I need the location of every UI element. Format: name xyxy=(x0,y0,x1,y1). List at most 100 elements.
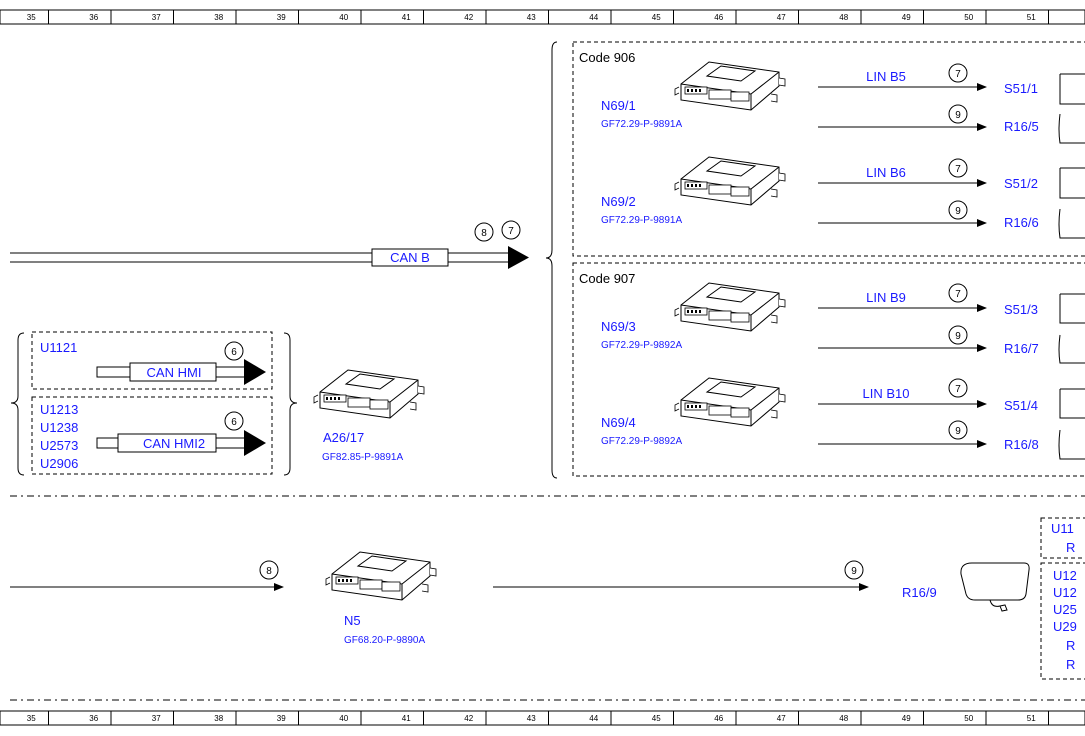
component-ref[interactable]: GF72.29-P-9892A xyxy=(601,436,682,447)
heater-part-icon xyxy=(1058,334,1085,364)
ecu-a26-17-icon[interactable] xyxy=(313,369,425,419)
ruler-number: 35 xyxy=(27,13,36,22)
fault-code: U1213 xyxy=(40,402,78,417)
component-ref[interactable]: GF68.20-P-9890A xyxy=(344,635,425,646)
ruler-number: 49 xyxy=(902,13,911,22)
group-brace xyxy=(545,41,558,479)
ruler-number: 44 xyxy=(589,13,598,22)
lin-label: LIN B10 xyxy=(863,386,910,401)
ruler-number: 50 xyxy=(964,714,973,723)
component-name: N69/1 xyxy=(601,98,636,113)
switch-label: S51/4 xyxy=(1004,398,1038,413)
heater-part-icon xyxy=(1058,113,1085,144)
switch-label: S51/1 xyxy=(1004,81,1038,96)
svg-text:9: 9 xyxy=(955,110,961,121)
lin-label: LIN B9 xyxy=(866,290,906,305)
callout-number: 6 xyxy=(231,417,237,428)
can-hmi2-bus[interactable]: CAN HMI2 xyxy=(96,430,266,456)
switch-label: S51/2 xyxy=(1004,176,1038,191)
heater-part-icon xyxy=(1058,208,1085,239)
lin-label: LIN B6 xyxy=(866,165,906,180)
component-name: N69/3 xyxy=(601,319,636,334)
can-hmi-label: CAN HMI xyxy=(147,365,202,380)
ecu-n69-1-icon[interactable] xyxy=(674,61,786,111)
ecu-n69-3-icon[interactable] xyxy=(674,282,786,332)
component-ref[interactable]: GF72.29-P-9891A xyxy=(601,215,682,226)
ecu-n69-4-icon[interactable] xyxy=(674,377,786,427)
ruler-number: 39 xyxy=(277,714,286,723)
svg-text:U29: U29 xyxy=(1053,619,1077,634)
ruler-number: 37 xyxy=(152,714,161,723)
ruler-number: 41 xyxy=(402,714,411,723)
ecu-n5-icon[interactable] xyxy=(325,551,437,601)
ruler-number: 50 xyxy=(964,13,973,22)
ruler-number: 36 xyxy=(89,714,98,723)
callout-circle xyxy=(224,411,244,431)
ruler-number: 46 xyxy=(714,714,723,723)
heater-r16-9-icon[interactable] xyxy=(960,562,1030,612)
ruler-number: 47 xyxy=(777,714,786,723)
callout-circle xyxy=(224,341,244,361)
ruler-number: 43 xyxy=(527,714,536,723)
component-name: N69/4 xyxy=(601,415,636,430)
code-906-box xyxy=(572,41,1085,257)
callout-circle xyxy=(501,220,521,240)
ruler-number: 51 xyxy=(1027,714,1036,723)
ruler-number: 46 xyxy=(714,13,723,22)
code-907-title: Code 907 xyxy=(579,271,635,286)
heater-label: R16/9 xyxy=(902,585,937,600)
svg-text:7: 7 xyxy=(955,384,961,395)
fault-code: U2573 xyxy=(40,438,78,453)
callout-number: 8 xyxy=(481,228,487,239)
ruler-number: 38 xyxy=(214,714,223,723)
svg-text:7: 7 xyxy=(955,289,961,300)
heater-part-icon xyxy=(1058,429,1085,460)
component-ref[interactable]: GF72.29-P-9892A xyxy=(601,340,682,351)
svg-text:9: 9 xyxy=(851,566,857,577)
svg-text:R: R xyxy=(1066,657,1075,672)
ruler-number: 47 xyxy=(777,13,786,22)
switch-part-icon xyxy=(1059,388,1085,419)
ruler-number: 51 xyxy=(1027,13,1036,22)
svg-text:R: R xyxy=(1066,540,1075,555)
callout-number: 6 xyxy=(231,347,237,358)
switch-part-icon xyxy=(1059,167,1085,199)
callout-number: 7 xyxy=(508,226,514,237)
svg-text:7: 7 xyxy=(955,69,961,80)
code-906-title: Code 906 xyxy=(579,50,635,65)
ruler-number: 42 xyxy=(464,714,473,723)
fault-code: U1121 xyxy=(40,340,77,355)
svg-text:R: R xyxy=(1066,638,1075,653)
svg-text:U12: U12 xyxy=(1053,568,1077,583)
lin-label: LIN B5 xyxy=(866,69,906,84)
right-fault-group: U11 R U12 U12 U25 U29 R R xyxy=(1040,517,1085,680)
ruler-number: 41 xyxy=(402,13,411,22)
ruler-number: 45 xyxy=(652,13,661,22)
can-b-label: CAN B xyxy=(390,250,430,265)
can-b-bus[interactable]: CAN B xyxy=(10,246,529,269)
svg-text:U11: U11 xyxy=(1051,521,1074,536)
fault-code: U2906 xyxy=(40,456,78,471)
ruler-number: 38 xyxy=(214,13,223,22)
switch-part-icon xyxy=(1059,73,1085,105)
ruler-number: 40 xyxy=(339,13,348,22)
switch-label: S51/3 xyxy=(1004,302,1038,317)
svg-text:U12: U12 xyxy=(1053,585,1077,600)
can-hmi-bus[interactable]: CAN HMI xyxy=(96,359,266,385)
component-name: A26/17 xyxy=(323,430,364,445)
ruler-number: 43 xyxy=(527,13,536,22)
switch-part-icon xyxy=(1059,293,1085,324)
component-ref[interactable]: GF72.29-P-9891A xyxy=(601,119,682,130)
svg-text:9: 9 xyxy=(955,331,961,342)
ruler-number: 36 xyxy=(89,13,98,22)
ruler-number: 35 xyxy=(27,714,36,723)
svg-text:U25: U25 xyxy=(1053,602,1077,617)
code-907-box xyxy=(572,262,1085,477)
component-ref[interactable]: GF82.85-P-9891A xyxy=(322,452,403,463)
ruler-number: 44 xyxy=(589,714,598,723)
ecu-n69-2-icon[interactable] xyxy=(674,156,786,206)
svg-text:8: 8 xyxy=(266,566,272,577)
